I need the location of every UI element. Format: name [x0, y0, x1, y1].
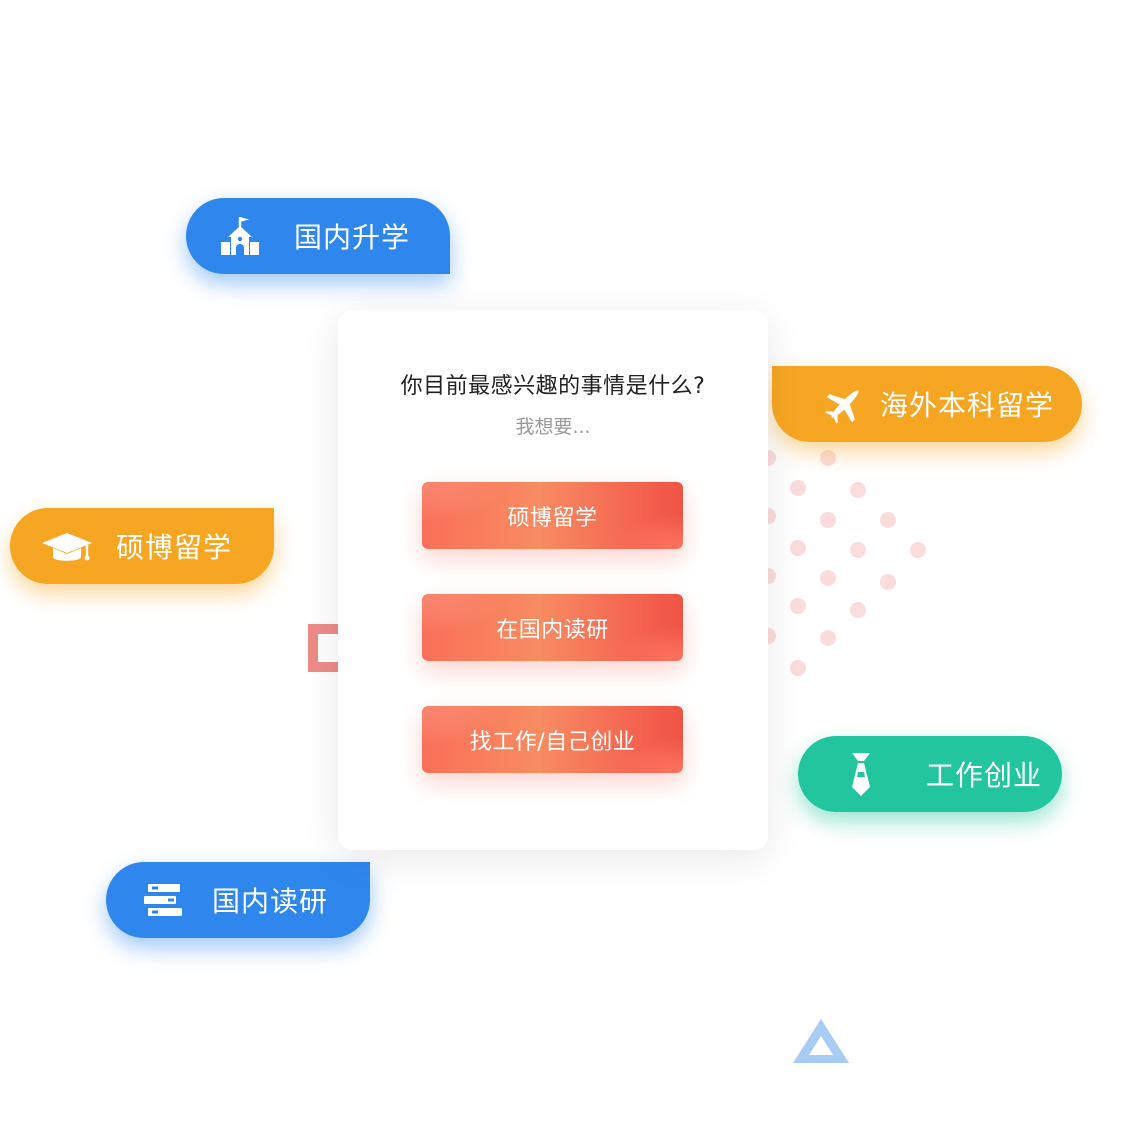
dot-decoration: [820, 630, 836, 646]
tag-master-phd-abroad[interactable]: 硕博留学: [10, 508, 274, 584]
option-domestic-grad-button[interactable]: 在国内读研: [422, 594, 683, 661]
dot-decoration: [790, 598, 806, 614]
dot-decoration: [820, 512, 836, 528]
books-icon: [144, 884, 182, 916]
dot-decoration: [790, 480, 806, 496]
question-card: 你目前最感兴趣的事情是什么? 我想要... 硕博留学 在国内读研 找工作/自己创…: [338, 310, 768, 850]
option-work-startup-button[interactable]: 找工作/自己创业: [422, 706, 683, 773]
tag-label: 海外本科留学: [880, 389, 1055, 422]
tag-domestic-grad[interactable]: 国内读研: [106, 862, 370, 938]
airplane-icon: [825, 390, 859, 424]
dot-decoration: [790, 540, 806, 556]
tag-label: 工作创业: [926, 759, 1043, 792]
tag-label: 国内读研: [212, 885, 329, 918]
graduation-cap-icon: [42, 533, 92, 561]
necktie-icon: [852, 753, 870, 796]
tag-domestic-admission[interactable]: 国内升学: [186, 198, 450, 274]
dot-decoration: [820, 570, 836, 586]
tag-label: 硕博留学: [116, 531, 233, 564]
tag-overseas-undergrad[interactable]: 海外本科留学: [772, 366, 1082, 442]
dot-decoration: [850, 602, 866, 618]
square-outline-decoration: [308, 624, 338, 672]
school-icon: [221, 217, 259, 255]
dot-decoration: [790, 660, 806, 676]
question-title: 你目前最感兴趣的事情是什么?: [400, 374, 706, 399]
dot-decoration: [850, 482, 866, 498]
dot-decoration: [880, 574, 896, 590]
question-hint: 我想要...: [515, 416, 591, 438]
option-master-phd-button[interactable]: 硕博留学: [422, 482, 683, 549]
tag-label: 国内升学: [294, 221, 411, 254]
dot-pattern-decoration: [760, 450, 940, 680]
dot-decoration: [880, 512, 896, 528]
triangle-outline-decoration: [793, 1019, 849, 1063]
tag-work-startup[interactable]: 工作创业: [798, 736, 1062, 812]
dot-decoration: [820, 450, 836, 466]
dot-decoration: [850, 542, 866, 558]
dot-decoration: [910, 542, 926, 558]
